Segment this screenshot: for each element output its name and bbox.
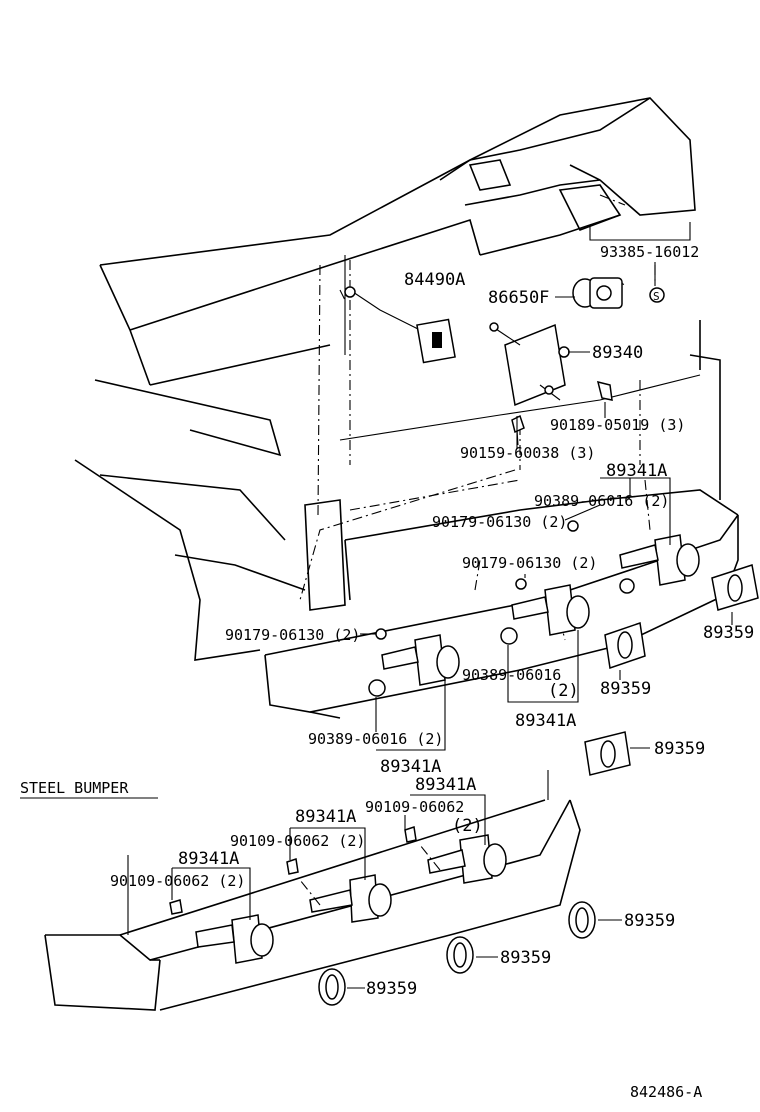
label-89340: 89340	[592, 343, 643, 363]
part-86650f-sensor	[572, 277, 623, 309]
label-90389-06016-c: 90389-06016 (2)	[308, 730, 443, 748]
label-90189-05019: 90189-05019 (3)	[550, 416, 685, 434]
label-89359-middle: 89359	[600, 679, 651, 699]
label-steel-90109-06062-top: 90109-06062	[365, 798, 464, 816]
label-steel-89359-middle: 89359	[500, 948, 551, 968]
label-84490a: 84490A	[404, 270, 465, 290]
label-90389-06016-a: 90389-06016 (2)	[534, 492, 669, 510]
label-86650f: 86650F	[488, 288, 549, 308]
label-s-symbol: S	[653, 290, 660, 303]
label-89341a-right: 89341A	[606, 461, 667, 481]
symbol-s-circle	[649, 287, 665, 303]
part-90159-screw	[511, 414, 525, 446]
part-89359-covers-upper	[584, 564, 759, 776]
steel-bumper-covers	[318, 901, 596, 1006]
label-89359-right: 89359	[703, 623, 754, 643]
label-89341a-middle: 89341A	[515, 711, 576, 731]
label-steel-89341a-top: 89341A	[415, 775, 476, 795]
label-steel-89341a-middle: 89341A	[295, 807, 356, 827]
label-90389-06016-b-qty: (2)	[548, 681, 579, 701]
figure-code: 842486-A	[630, 1083, 702, 1101]
label-steel-89341a-left: 89341A	[178, 849, 239, 869]
label-90179-06130-a: 90179-06130 (2)	[432, 513, 567, 531]
label-steel-89359-right: 89359	[624, 911, 675, 931]
label-93385-16012: 93385-16012	[600, 243, 699, 261]
part-labels: 93385-16012 84490A 86650F S 89340 90189-…	[20, 243, 754, 1101]
vehicle-body-outline	[74, 97, 739, 719]
section-label-steel-bumper: STEEL BUMPER	[20, 779, 129, 797]
label-steel-90109-06062-top-qty: (2)	[452, 816, 483, 836]
label-90179-06130-b: 90179-06130 (2)	[462, 554, 597, 572]
part-84490a-switch	[344, 286, 456, 364]
part-89340-bracket	[489, 322, 570, 407]
part-89341a-sensor-right	[567, 520, 700, 594]
leader-lines-upper	[360, 222, 733, 751]
label-90179-06130-c: 90179-06130 (2)	[225, 626, 360, 644]
part-90189-clip	[596, 380, 613, 401]
steel-bumper-sensors	[169, 826, 507, 964]
label-89359-bottom: 89359	[654, 739, 705, 759]
label-90389-06016-b: 90389-06016	[462, 666, 561, 684]
part-89341a-sensor-middle	[500, 578, 590, 645]
label-steel-89359-left: 89359	[366, 979, 417, 999]
label-steel-90109-06062-left: 90109-06062 (2)	[110, 872, 245, 890]
label-89341a-left: 89341A	[380, 757, 441, 777]
label-steel-90109-06062-middle: 90109-06062 (2)	[230, 832, 365, 850]
label-90159-60038: 90159-60038 (3)	[460, 444, 595, 462]
steel-bumper	[44, 770, 581, 1011]
leader-lines-lower	[20, 794, 622, 989]
part-89341a-sensor-left	[368, 628, 460, 697]
